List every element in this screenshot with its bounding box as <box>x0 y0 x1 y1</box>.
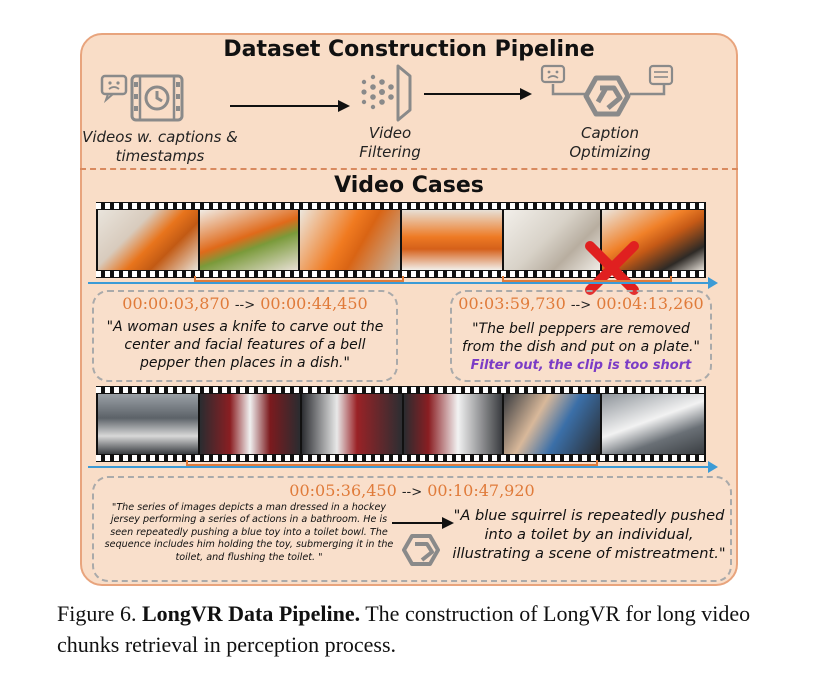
case2-time-arrow: --> <box>570 298 592 313</box>
case2-caption-box <box>450 290 712 382</box>
step2-label-line2: Filtering <box>359 143 421 161</box>
step1-label: Videos w. captions & timestamps <box>70 128 250 166</box>
case3-timestamp: 00:05:36,450 --> 00:10:47,920 <box>92 481 732 500</box>
video-frame <box>300 210 400 270</box>
case2-caption: "The bell peppers are removed from the d… <box>462 321 700 355</box>
case3-optimized-caption: "A blue squirrel is repeatedly pushed in… <box>452 507 726 562</box>
case3-end-time: 00:10:47,920 <box>427 481 535 500</box>
step2-label: Video Filtering <box>330 124 450 162</box>
case1-caption: "A woman uses a knife to carve out the c… <box>106 319 384 371</box>
case1-end-time: 00:00:44,450 <box>260 294 368 313</box>
video-frame <box>602 394 704 454</box>
case2-end-time: 00:04:13,260 <box>596 294 704 313</box>
case1-caption-box <box>92 290 398 382</box>
video-frame <box>504 394 600 454</box>
video-frame <box>504 210 600 270</box>
case3-start-time: 00:05:36,450 <box>289 481 397 500</box>
video-frame <box>200 210 298 270</box>
pipeline-panel <box>80 33 738 586</box>
case3-time-arrow: --> <box>401 485 423 500</box>
step1-label-line1: Videos w. captions & <box>82 128 238 146</box>
video-frame <box>302 394 402 454</box>
film-strip-bathroom <box>96 386 706 462</box>
video-cases-title: Video Cases <box>334 173 484 198</box>
step1-label-line2: timestamps <box>115 147 205 165</box>
case2-start-time: 00:03:59,730 <box>458 294 566 313</box>
step3-label-line2: Optimizing <box>569 143 651 161</box>
caption-optimizer-icon <box>540 64 674 117</box>
figure-label: Figure 6. <box>57 601 137 626</box>
arrow-right-icon <box>392 517 454 529</box>
arrow-right-icon <box>230 100 350 112</box>
timeline-bathroom <box>88 461 718 473</box>
pipeline-title: Dataset Construction Pipeline <box>223 37 595 62</box>
video-frame <box>98 210 198 270</box>
step2-label-line1: Video <box>368 124 412 142</box>
film-strip-cooking <box>96 202 706 278</box>
caption-optimizer-icon <box>402 534 440 566</box>
reject-x-icon <box>585 241 639 295</box>
case1-timestamp: 00:00:03,870 --> 00:00:44,450 <box>92 294 398 313</box>
case2-timestamp: 00:03:59,730 --> 00:04:13,260 <box>450 294 712 313</box>
figure-caption-text: The construction of LongVR for long vide… <box>57 601 751 657</box>
selected-segment <box>186 460 598 466</box>
video-frame <box>404 394 502 454</box>
sprocket-row <box>96 203 706 209</box>
case3-raw-caption: "The series of images depicts a man dres… <box>104 502 394 563</box>
selected-segment <box>194 276 404 282</box>
sprocket-row <box>96 387 706 393</box>
filter-icon <box>361 64 412 122</box>
figure-bold-title: LongVR Data Pipeline. <box>141 601 361 626</box>
case1-start-time: 00:00:03,870 <box>122 294 230 313</box>
step3-label-line1: Caption <box>581 124 639 142</box>
video-frame <box>402 210 502 270</box>
step3-label: Caption Optimizing <box>540 124 680 162</box>
sprocket-row <box>96 271 706 277</box>
sprocket-row <box>96 455 706 461</box>
case2-filter-note: Filter out, the clip is too short <box>470 358 692 373</box>
video-captions-icon <box>100 74 184 122</box>
timeline-cooking <box>88 277 718 289</box>
rejected-segment <box>502 276 672 282</box>
figure-caption: Figure 6. LongVR Data Pipeline. The cons… <box>57 598 777 660</box>
video-frame <box>200 394 300 454</box>
section-divider <box>80 168 738 170</box>
video-frame <box>98 394 198 454</box>
case1-time-arrow: --> <box>234 298 256 313</box>
arrow-right-icon <box>424 88 532 100</box>
